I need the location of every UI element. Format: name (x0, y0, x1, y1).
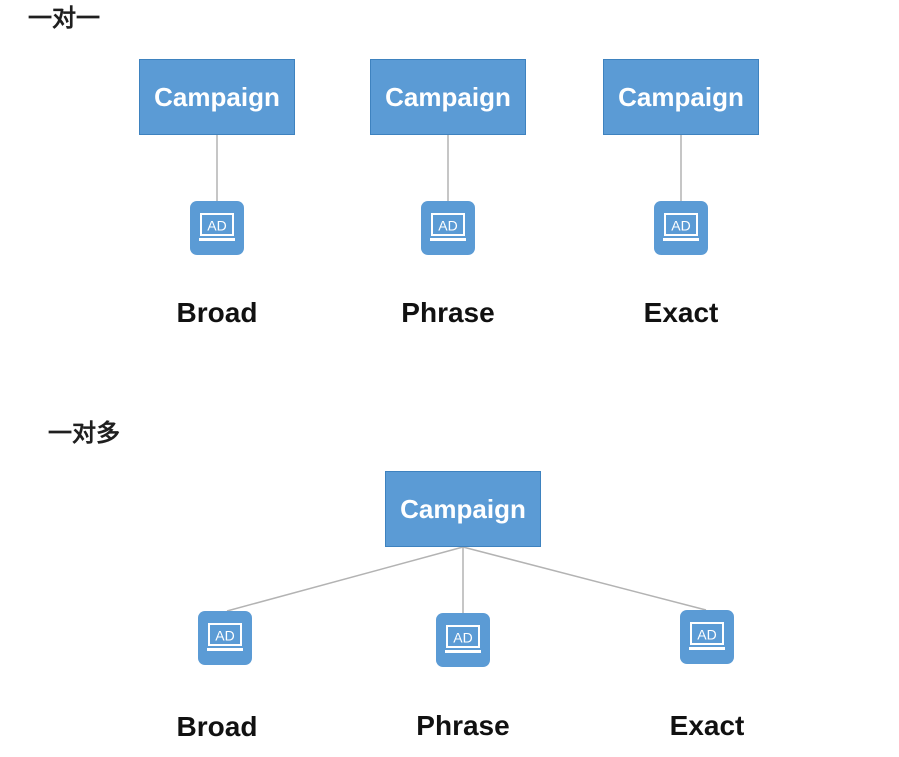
ad-icon: AD (421, 201, 475, 255)
connector-one-to-many-broad (226, 546, 464, 612)
section-title-one-to-one: 一对一 (28, 4, 100, 32)
ad-monitor-glyph: AD (430, 213, 466, 241)
ad-icon: AD (436, 613, 490, 667)
ad-icon-text: AD (215, 628, 234, 644)
ad-icon: AD (654, 201, 708, 255)
match-type-label-broad: Broad (176, 297, 258, 328)
match-type-label-phrase: Phrase (416, 710, 510, 741)
campaign-box-exact: Campaign (603, 59, 759, 135)
match-type-label-exact: Exact (669, 710, 745, 741)
ad-monitor-glyph: AD (689, 622, 725, 650)
match-type-label-broad: Broad (176, 711, 258, 742)
ad-icon-text: AD (207, 218, 226, 234)
ad-icon: AD (198, 611, 252, 665)
campaign-box-phrase: Campaign (370, 59, 526, 135)
match-type-label-phrase: Phrase (401, 297, 495, 328)
ad-monitor-glyph: AD (663, 213, 699, 241)
ad-icon-text: AD (697, 627, 716, 643)
ad-icon: AD (680, 610, 734, 664)
section-title-one-to-many: 一对多 (48, 419, 120, 447)
ad-icon-text: AD (438, 218, 457, 234)
ad-monitor-glyph: AD (199, 213, 235, 241)
ad-icon-text: AD (453, 630, 472, 646)
ad-monitor-glyph: AD (207, 623, 243, 651)
campaign-box-broad: Campaign (139, 59, 295, 135)
connector-one-to-many-exact (462, 546, 707, 611)
ad-monitor-glyph: AD (445, 625, 481, 653)
ad-icon-text: AD (671, 218, 690, 234)
match-type-label-exact: Exact (643, 297, 719, 328)
ad-icon: AD (190, 201, 244, 255)
campaign-box-shared: Campaign (385, 471, 541, 547)
